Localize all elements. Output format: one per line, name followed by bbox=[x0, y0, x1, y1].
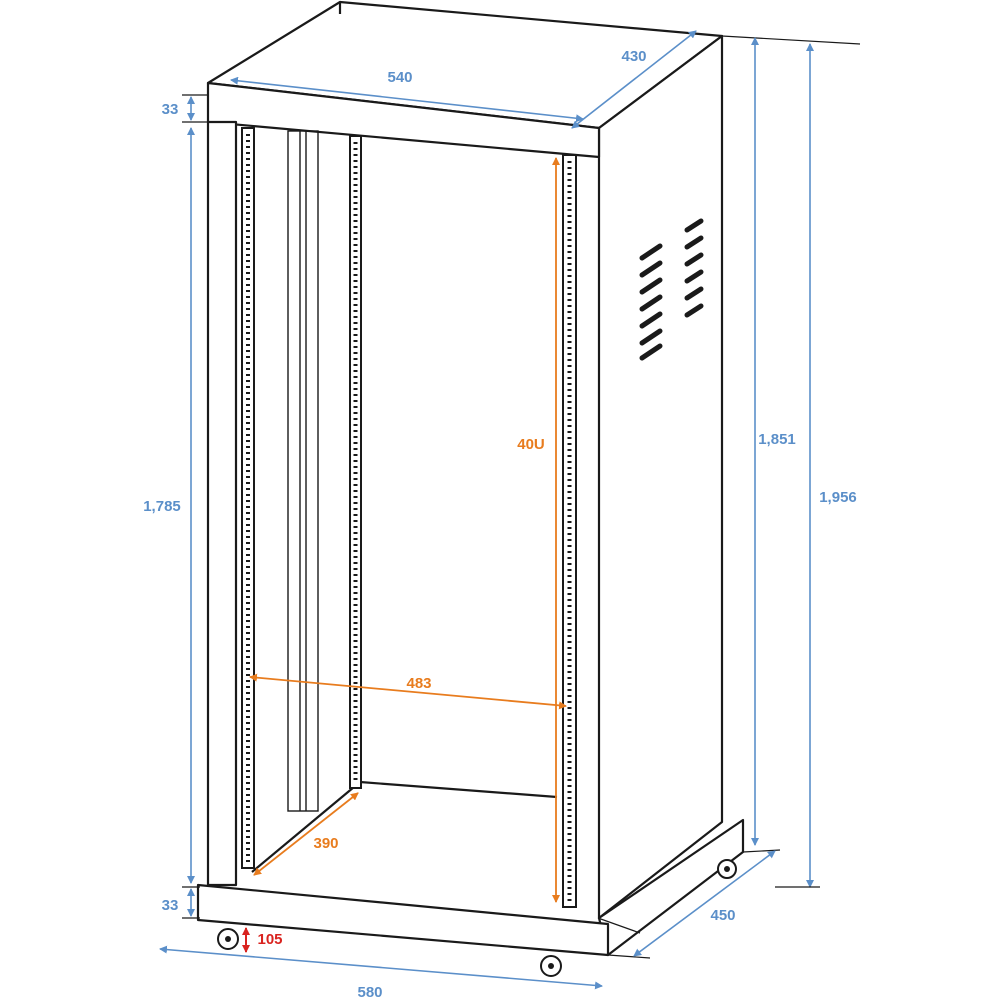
ventilation-slots bbox=[639, 218, 704, 361]
dim-depth-top bbox=[571, 30, 697, 129]
label-caster-height: 105 bbox=[257, 931, 282, 948]
dim-rail-depth bbox=[253, 792, 359, 876]
label-width-top: 540 bbox=[387, 69, 412, 86]
rear-door-frame bbox=[287, 130, 319, 812]
dim-depth-bottom bbox=[633, 850, 776, 957]
left-front-post bbox=[206, 120, 238, 887]
label-base-height: 33 bbox=[162, 897, 179, 914]
label-width-bottom: 580 bbox=[357, 984, 382, 1000]
label-body-height: 1,851 bbox=[758, 431, 796, 448]
rail-rear-left bbox=[349, 135, 362, 789]
rail-front-right bbox=[562, 154, 577, 908]
cabinet-body bbox=[206, 0, 724, 920]
side-panel bbox=[597, 34, 724, 920]
caster-rear-right bbox=[717, 859, 737, 879]
caster-front-right bbox=[540, 955, 562, 977]
dim-rack-width bbox=[249, 673, 567, 710]
rail-front-left bbox=[241, 127, 255, 869]
dim-width-top bbox=[230, 76, 584, 123]
extension-lines bbox=[182, 35, 861, 959]
label-top-height: 33 bbox=[162, 101, 179, 118]
label-inner-height: 1,785 bbox=[143, 498, 181, 515]
inner-dimension-lines bbox=[242, 157, 567, 953]
label-rack-width: 483 bbox=[406, 675, 431, 692]
label-total-height: 1,956 bbox=[819, 489, 857, 506]
label-rack-units: 40U bbox=[517, 436, 545, 453]
dimension-lines bbox=[159, 30, 820, 990]
dimension-labels: 540 430 33 1,785 33 105 580 450 1,851 1,… bbox=[143, 48, 857, 1000]
dim-width-bottom bbox=[159, 945, 603, 990]
rack-rails bbox=[241, 127, 577, 908]
label-rail-depth: 390 bbox=[313, 835, 338, 852]
label-depth-top: 430 bbox=[621, 48, 646, 65]
label-depth-bottom: 450 bbox=[710, 907, 735, 924]
caster-front-left bbox=[217, 928, 239, 950]
